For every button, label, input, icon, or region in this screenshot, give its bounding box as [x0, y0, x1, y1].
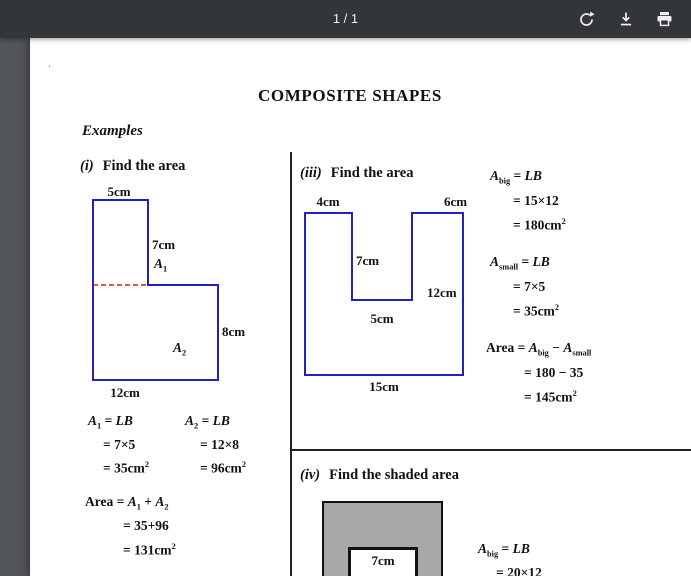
equation-total-substitution: = 35+96: [123, 518, 169, 533]
l-shape-figure: [92, 199, 219, 381]
pdf-toolbar: 1 / 1: [0, 0, 691, 38]
equation-a1-substitution: = 7×5: [103, 437, 136, 452]
equation-area-difference-formula: Area = Abig − Asmall: [486, 340, 592, 358]
print-button[interactable]: [650, 5, 679, 34]
example-iv-title: Find the shaded area: [329, 467, 459, 483]
u-shape-figure: [304, 212, 464, 376]
examples-label: Examples: [82, 123, 143, 139]
dim-label-inner-7cm: 7cm: [371, 553, 395, 568]
equation-abig-formula: Abig = LB: [490, 168, 542, 186]
example-iv-number: (iv): [300, 467, 321, 483]
document-title: COMPOSITE SHAPES: [258, 86, 442, 105]
equation-a2-formula: A2 = LB: [185, 413, 230, 431]
equation-abig-result: = 180cm2: [513, 217, 566, 233]
toolbar-icon-group: [572, 4, 679, 34]
equation-asmall-result: = 35cm2: [513, 303, 559, 319]
region-label-a2: A2: [173, 340, 187, 358]
equation-a1-formula: A1 = LB: [88, 413, 133, 431]
region-label-a1: A1: [154, 256, 168, 274]
equation-total-result: = 131cm2: [123, 542, 176, 558]
equation-abig-substitution: = 15×12: [513, 193, 559, 208]
dim-label-4cm: 4cm: [316, 194, 340, 209]
equation-a2-substitution: = 12×8: [200, 437, 240, 452]
dim-label-12cm: 12cm: [110, 385, 140, 400]
print-icon: [657, 12, 672, 27]
u-shape-outline: [304, 212, 464, 376]
dim-label-12cm: 12cm: [427, 285, 457, 300]
equation-asmall-formula: Asmall = LB: [490, 254, 550, 272]
example-i-heading: (i) Find the area: [80, 158, 185, 175]
l-shape-outline: [92, 199, 219, 381]
inner-white-rectangle: [348, 547, 418, 576]
equation-a2-result: = 96cm2: [200, 460, 246, 476]
dim-label-notch-5cm: 5cm: [370, 311, 394, 326]
download-button[interactable]: [611, 5, 640, 34]
dim-label-6cm: 6cm: [443, 194, 468, 209]
dim-label-15cm: 15cm: [369, 379, 399, 394]
example-iv-heading: (iv) Find the shaded area: [300, 467, 459, 484]
equation-area-difference-substitution: = 180 − 35: [524, 365, 584, 380]
rotate-icon: [580, 11, 595, 26]
example-i-number: (i): [80, 158, 94, 174]
dim-label-8cm: 8cm: [222, 324, 246, 339]
equation-a1-result: = 35cm2: [103, 460, 149, 476]
example-i-title: Find the area: [102, 158, 186, 174]
equation-area-difference-result: = 145cm2: [524, 389, 577, 405]
equation-iv-abig-formula: Abig = LB: [478, 541, 530, 559]
example-iii-heading: (iii) Find the area: [300, 165, 413, 182]
example-iii-title: Find the area: [330, 165, 414, 181]
row-divider: [290, 449, 691, 451]
equation-iv-abig-substitution: = 20×12: [496, 565, 542, 576]
example-iii-number: (iii): [300, 165, 322, 181]
stray-mark: .: [48, 56, 51, 70]
rotate-button[interactable]: [572, 5, 601, 34]
page-indicator: 1 / 1: [332, 11, 359, 26]
column-divider: [290, 152, 292, 576]
dim-label-7cm: 7cm: [152, 237, 176, 252]
equation-total-formula: Area = A1 + A2: [85, 494, 169, 512]
download-icon: [620, 12, 631, 26]
document-page: . COMPOSITE SHAPES Examples (i) Find the …: [30, 38, 691, 576]
dim-label-notch-7cm: 7cm: [356, 253, 380, 268]
equation-asmall-substitution: = 7×5: [513, 279, 546, 294]
dim-label-5cm: 5cm: [107, 184, 131, 199]
